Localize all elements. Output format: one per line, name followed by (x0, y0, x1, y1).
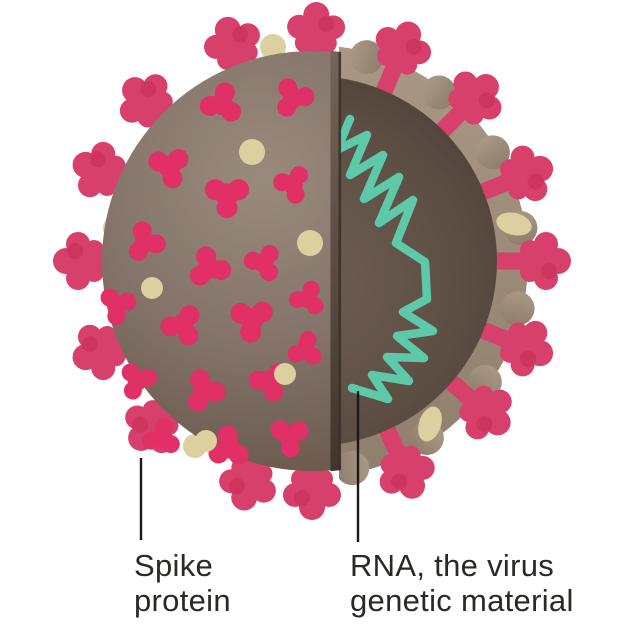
envelope-protein-icon (260, 34, 286, 60)
rna-strand (332, 114, 438, 404)
envelope-protein-icon (239, 139, 265, 165)
envelope-protein-icon (418, 406, 442, 442)
rna-label-line1: RNA, the virus (350, 548, 554, 583)
envelope-protein-icon (496, 212, 532, 236)
surface-vesicles (141, 139, 323, 452)
spike-protein-label-line1: Spike (134, 548, 213, 583)
envelope-protein-icon (274, 363, 296, 385)
envelope-protein-cones (418, 212, 532, 442)
envelope-protein-icon (141, 277, 163, 299)
rna-label-line2: genetic material (350, 583, 574, 618)
envelope-protein-icon (195, 430, 217, 452)
virus-sphere-half (98, 51, 339, 477)
spike-protein-label-line2: protein (134, 583, 231, 618)
envelope-protein-icon (297, 230, 323, 256)
labels: Spike protein RNA, the virus genetic mat… (134, 548, 574, 618)
cut-plane (330, 50, 342, 472)
